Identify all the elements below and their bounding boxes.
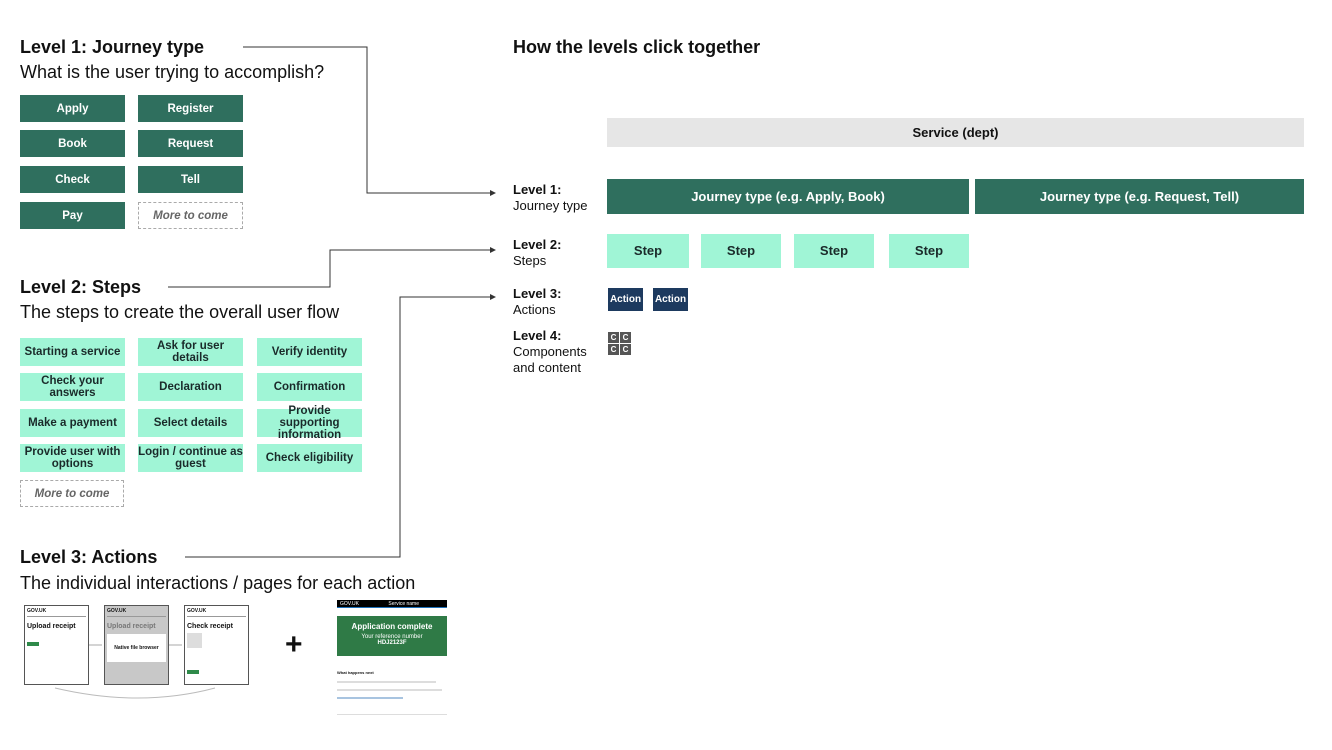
level-label: Level 4:Components and content <box>513 328 603 376</box>
page-title: Upload receipt <box>27 623 76 630</box>
page-thumbnail-native: GOV.UK Upload receipt Native file browse… <box>104 605 169 685</box>
journey-type-item: Apply <box>20 95 125 122</box>
level-name: Steps <box>513 253 547 268</box>
page-title: Upload receipt <box>107 623 156 630</box>
action-box: Action <box>653 288 688 311</box>
level3-title: Level 3: Actions <box>20 547 158 567</box>
action-box: Action <box>608 288 643 311</box>
step-item: Select details <box>138 409 243 437</box>
connector-level2 <box>168 247 496 288</box>
journey-type-item: Book <box>20 130 125 157</box>
step-item: Declaration <box>138 373 243 401</box>
component-box: C <box>620 344 631 355</box>
flow-back-arrow <box>54 687 216 699</box>
continue-button <box>27 642 39 646</box>
journey-type-item: Register <box>138 95 243 122</box>
level-name: Actions <box>513 302 556 317</box>
brand: GOV.UK <box>187 608 246 617</box>
level2-title: Level 2: Steps <box>20 277 142 297</box>
panel-title: Application complete <box>351 622 433 631</box>
component-box: C <box>620 332 631 343</box>
step-box: Step <box>889 234 969 268</box>
level1-title: Level 1: Journey type <box>20 37 205 57</box>
component-box: C <box>608 332 619 343</box>
connector-level1 <box>243 46 496 196</box>
level-number: Level 1: <box>513 182 562 197</box>
step-item: Make a payment <box>20 409 125 437</box>
step-item: Provide user with options <box>20 444 125 472</box>
step-item: Ask for user details <box>138 338 243 366</box>
level-number: Level 2: <box>513 237 562 252</box>
level-number: Level 3: <box>513 286 562 301</box>
step-item: Provide supporting information <box>257 405 362 441</box>
journey-type-item: Tell <box>138 166 243 193</box>
journey-type-item: Pay <box>20 202 125 229</box>
component-box: C <box>608 344 619 355</box>
more-to-come: More to come <box>138 202 243 229</box>
journey-type-item: Request <box>138 130 243 157</box>
level-label: Level 3:Actions <box>513 286 603 318</box>
step-item: Verify identity <box>257 338 362 366</box>
step-item: Login / continue as guest <box>138 444 243 472</box>
image-preview <box>187 633 202 648</box>
continue-button <box>187 670 199 674</box>
step-item: Check eligibility <box>257 444 362 472</box>
connector-level3 <box>185 294 496 558</box>
confirmation-panel: Application complete Your reference numb… <box>337 616 447 656</box>
level1-subtitle: What is the user trying to accomplish? <box>20 62 325 82</box>
step-item: Check your answers <box>20 373 125 401</box>
step-box: Step <box>794 234 874 268</box>
level-number: Level 4: <box>513 328 562 343</box>
step-item: Starting a service <box>20 338 125 366</box>
ref-number: HDJ2123F <box>377 640 407 646</box>
level-label: Level 2:Steps <box>513 237 603 269</box>
ref-label: Your reference number <box>361 634 423 640</box>
journey-box: Journey type (e.g. Apply, Book) <box>607 179 969 214</box>
page-title: Check receipt <box>187 623 233 630</box>
level2-subtitle: The steps to create the overall user flo… <box>20 302 340 322</box>
brand: GOV.UK <box>340 601 359 607</box>
native-browser: Native file browser <box>107 634 166 662</box>
page-thumbnail-complete: GOV.UK Service name Application complete … <box>337 600 447 715</box>
plus-sign: + <box>285 628 303 661</box>
service-bar: Service (dept) <box>607 118 1304 147</box>
page-thumbnail-check: GOV.UK Check receipt <box>184 605 249 685</box>
brand: GOV.UK <box>107 608 166 617</box>
journey-type-item: Check <box>20 166 125 193</box>
page-thumbnail-upload: GOV.UK Upload receipt <box>24 605 89 685</box>
diagram-title: How the levels click together <box>513 37 761 57</box>
level-name: Components and content <box>513 344 587 375</box>
step-box: Step <box>607 234 689 268</box>
level-name: Journey type <box>513 198 588 213</box>
service-name: Service name <box>388 601 419 607</box>
journey-box: Journey type (e.g. Request, Tell) <box>975 179 1304 214</box>
next-heading: What happens next <box>337 670 374 675</box>
level3-subtitle: The individual interactions / pages for … <box>20 573 416 593</box>
step-box: Step <box>701 234 781 268</box>
brand: GOV.UK <box>27 608 86 617</box>
step-item: Confirmation <box>257 373 362 401</box>
more-to-come: More to come <box>20 480 124 507</box>
level-label: Level 1:Journey type <box>513 182 603 214</box>
